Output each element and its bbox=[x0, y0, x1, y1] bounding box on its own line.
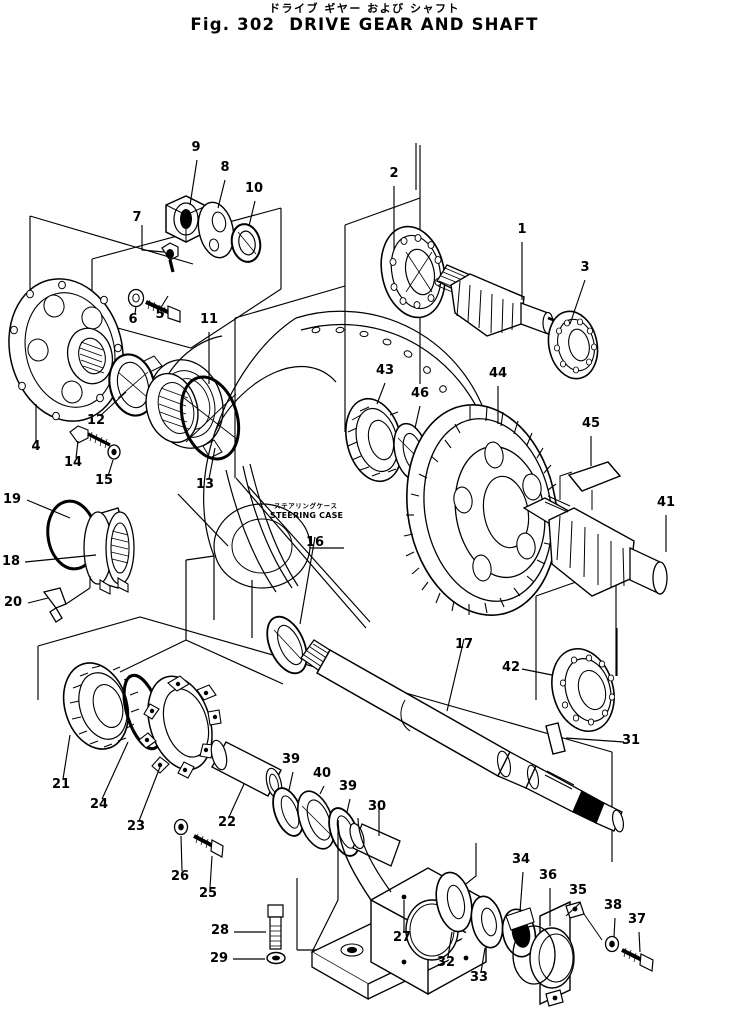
callout-number-29: 29 bbox=[210, 951, 228, 966]
callout-number-36: 36 bbox=[539, 868, 557, 883]
callout-number-5: 5 bbox=[155, 307, 164, 322]
part-40-spacer bbox=[296, 790, 336, 850]
callout-number-41: 41 bbox=[657, 495, 675, 510]
callout-number-34: 34 bbox=[512, 852, 530, 867]
part-3-ball-bearing bbox=[547, 310, 599, 380]
callout-number-21: 21 bbox=[52, 777, 70, 792]
part-36-end-cover bbox=[512, 900, 585, 1007]
part-7-bolt bbox=[161, 242, 179, 273]
part-35-cover-flange bbox=[539, 901, 571, 917]
callout-number-31: 31 bbox=[622, 733, 640, 748]
part-10-seal-ring bbox=[230, 223, 262, 263]
part-16-seal-sleeve bbox=[266, 615, 308, 675]
steering-case-label: ステアリングケース STEERING CASE bbox=[270, 501, 343, 520]
part-21-taper-bearing bbox=[62, 662, 140, 750]
steering-case-label-jp: ステアリングケース bbox=[274, 501, 338, 510]
part-27-bearing-bracket bbox=[310, 817, 488, 1001]
callout-number-39: 39 bbox=[282, 752, 300, 767]
callout-number-16: 16 bbox=[306, 535, 324, 550]
callout-number-43: 43 bbox=[376, 363, 394, 378]
callout-number-37: 37 bbox=[628, 912, 646, 927]
callout-number-layer: 1234567891011121314151617181920212223242… bbox=[2, 140, 675, 985]
callout-number-44: 44 bbox=[489, 366, 507, 381]
callout-number-15: 15 bbox=[95, 473, 113, 488]
part-2-ball-bearing bbox=[380, 225, 446, 319]
callout-number-26: 26 bbox=[171, 869, 189, 884]
callout-number-9: 9 bbox=[191, 140, 200, 155]
part-31-key bbox=[545, 722, 566, 755]
callout-number-27: 27 bbox=[393, 930, 411, 945]
callout-number-6: 6 bbox=[128, 312, 137, 327]
part-14-bolt bbox=[69, 425, 111, 449]
part-4-companion-flange bbox=[8, 278, 124, 422]
part-5-bolt bbox=[145, 299, 181, 323]
part-39-seal-right bbox=[328, 807, 360, 857]
steering-case-label-en: STEERING CASE bbox=[270, 511, 343, 520]
part-26-washer bbox=[173, 818, 189, 836]
part-8-washer-plate bbox=[197, 201, 235, 259]
callout-number-30: 30 bbox=[368, 799, 386, 814]
callout-number-7: 7 bbox=[132, 210, 141, 225]
part-6-washer bbox=[127, 288, 145, 308]
callout-number-13: 13 bbox=[196, 477, 214, 492]
callout-number-14: 14 bbox=[64, 455, 82, 470]
callout-number-35: 35 bbox=[569, 883, 587, 898]
part-20-pin bbox=[42, 576, 91, 623]
part-15-washer bbox=[107, 444, 121, 460]
part-17-main-shaft bbox=[300, 639, 624, 833]
callout-leader-lines bbox=[24, 159, 667, 973]
callout-number-24: 24 bbox=[90, 797, 108, 812]
callout-number-45: 45 bbox=[582, 416, 600, 431]
callout-number-40: 40 bbox=[313, 766, 331, 781]
part-25-bolt bbox=[193, 833, 224, 858]
callout-number-19: 19 bbox=[3, 492, 21, 507]
part-9-nut bbox=[165, 195, 207, 243]
part-38-washer bbox=[604, 935, 620, 953]
callout-number-42: 42 bbox=[502, 660, 520, 675]
part-33-shim bbox=[470, 895, 504, 949]
part-18-drive-cap bbox=[83, 507, 135, 595]
callout-number-22: 22 bbox=[218, 815, 236, 830]
callout-number-17: 17 bbox=[455, 637, 473, 652]
callout-number-3: 3 bbox=[580, 260, 589, 275]
callout-number-12: 12 bbox=[87, 413, 105, 428]
callout-number-20: 20 bbox=[4, 595, 22, 610]
callout-number-28: 28 bbox=[211, 923, 229, 938]
part-43-roller-bearing bbox=[345, 397, 409, 483]
part-42-roller-bearing bbox=[551, 647, 616, 733]
callout-number-33: 33 bbox=[470, 970, 488, 985]
callout-number-10: 10 bbox=[245, 181, 263, 196]
callout-number-38: 38 bbox=[604, 898, 622, 913]
callout-number-23: 23 bbox=[127, 819, 145, 834]
part-13-o-ring bbox=[179, 375, 241, 461]
part-23-bearing-carrier bbox=[138, 675, 222, 779]
callout-number-25: 25 bbox=[199, 886, 217, 901]
part-22-spacer-sleeve bbox=[210, 739, 283, 799]
callout-number-8: 8 bbox=[220, 160, 229, 175]
callout-number-11: 11 bbox=[200, 312, 218, 327]
part-41-pinion-gear bbox=[522, 495, 668, 597]
callout-number-1: 1 bbox=[517, 222, 526, 237]
callout-number-4: 4 bbox=[31, 439, 40, 454]
part-29-washer-lower bbox=[266, 951, 286, 965]
part-37-bolt bbox=[621, 947, 654, 972]
callout-number-39: 39 bbox=[339, 779, 357, 794]
part-28-bolt-lower bbox=[267, 904, 284, 950]
part-12-oil-seal bbox=[108, 353, 156, 417]
callout-number-2: 2 bbox=[389, 166, 398, 181]
part-32-shim bbox=[435, 871, 473, 933]
part-1-drive-pinion-shaft bbox=[436, 264, 573, 337]
callout-number-18: 18 bbox=[2, 554, 20, 569]
callout-number-46: 46 bbox=[411, 386, 429, 401]
part-30-sleeve bbox=[349, 822, 401, 867]
part-45-key bbox=[559, 461, 622, 510]
callout-number-32: 32 bbox=[437, 955, 455, 970]
part-44-ring-gear bbox=[403, 404, 559, 616]
